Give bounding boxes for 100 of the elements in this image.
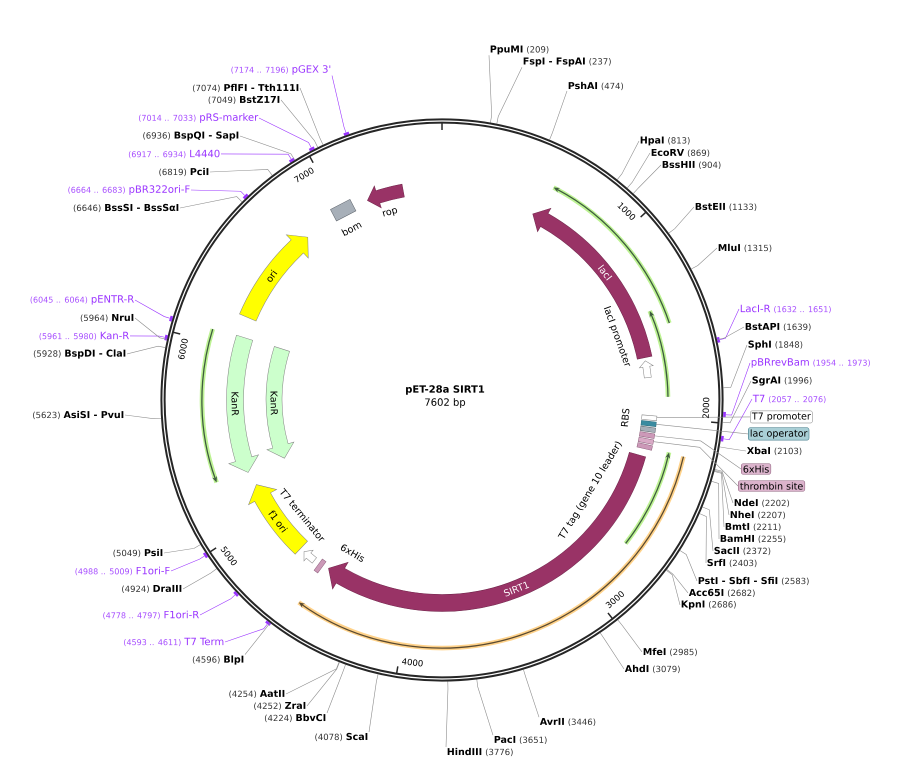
leader-line bbox=[446, 681, 448, 748]
feature-box bbox=[639, 431, 656, 439]
enzyme-label: (5928) BspDI - ClaI bbox=[34, 349, 126, 359]
primer-site-mark bbox=[233, 591, 239, 597]
leader-line bbox=[617, 140, 640, 180]
primer-label: (7014 .. 7033) pRS-marker bbox=[138, 113, 258, 123]
leader-line bbox=[714, 469, 734, 504]
leader-line bbox=[723, 398, 752, 440]
feature-tag: 6xHis bbox=[741, 463, 772, 474]
enzyme-label: HindIII (3776) bbox=[448, 748, 513, 756]
leader-line bbox=[244, 622, 270, 655]
leader-line bbox=[134, 300, 170, 318]
feature-block: ori bbox=[239, 234, 309, 322]
enzyme-label: BssHII (904) bbox=[662, 160, 720, 169]
leader-line bbox=[600, 632, 624, 670]
leader-line bbox=[726, 362, 750, 416]
leader-line bbox=[286, 662, 340, 694]
primer-site-mark bbox=[265, 620, 272, 626]
tick-label: 4000 bbox=[402, 658, 423, 666]
enzyme-label: (5623) AsiSI - PvuI bbox=[33, 410, 124, 420]
plasmid-title: pET-28a SIRT1 bbox=[406, 385, 484, 395]
feature-label: rop bbox=[382, 208, 398, 216]
leader-line bbox=[368, 674, 378, 732]
enzyme-label: SgrAI (1996) bbox=[752, 376, 812, 386]
leader-line bbox=[306, 662, 340, 706]
leader-line bbox=[653, 441, 738, 486]
feature-label: RBS bbox=[620, 408, 630, 426]
leader-line bbox=[666, 569, 688, 594]
enzyme-label: XbaI (2103) bbox=[747, 446, 802, 456]
primer-label: (6664 .. 6683) pBR322ori-F bbox=[68, 185, 190, 195]
leader-line bbox=[549, 90, 568, 140]
feature-box bbox=[640, 420, 657, 427]
primer-label: (5961 .. 5980) Kan-R bbox=[40, 332, 129, 340]
primer-label: (6917 .. 6934) L4440 bbox=[128, 150, 220, 158]
feature-box bbox=[641, 414, 658, 421]
enzyme-label: PstI - SbfI - SfiI (2583) bbox=[698, 576, 809, 586]
feature-tag: T7 promoter bbox=[750, 410, 813, 424]
leader-line bbox=[668, 206, 694, 234]
leader-line bbox=[627, 152, 650, 188]
leader-line bbox=[332, 75, 346, 133]
leader-line bbox=[654, 436, 742, 470]
leader-line bbox=[210, 169, 273, 176]
leader-line bbox=[164, 544, 201, 554]
leader-line bbox=[720, 308, 740, 340]
leader-line bbox=[258, 118, 312, 148]
primer-label: (4988 .. 5009) F1ori-F bbox=[75, 566, 170, 576]
leader-line bbox=[618, 620, 642, 652]
tick-label: 6000 bbox=[178, 338, 188, 360]
enzyme-label: (4224) BbvCI bbox=[264, 714, 326, 722]
primer-site-mark bbox=[242, 194, 248, 200]
enzyme-label: EcoRV (869) bbox=[652, 148, 710, 157]
enzyme-label: PacI (3651) bbox=[494, 736, 547, 744]
enzyme-label: MluI (1315) bbox=[718, 244, 772, 252]
leader-line bbox=[711, 481, 720, 540]
primer-site-mark bbox=[343, 132, 350, 136]
enzyme-label: (5964) NruI bbox=[80, 314, 134, 322]
leader-line bbox=[666, 570, 680, 606]
feature-block: KanR bbox=[266, 346, 294, 459]
primer-label: (6045 .. 6064) pENTR-R bbox=[30, 295, 134, 305]
leader-line bbox=[200, 594, 236, 616]
primer-site-mark bbox=[288, 158, 295, 163]
leader-line bbox=[699, 513, 707, 564]
primer-label: T7 (2057 .. 2076) bbox=[752, 394, 826, 404]
leader-line bbox=[714, 470, 730, 516]
leader-line bbox=[326, 664, 346, 714]
leader-line bbox=[656, 424, 748, 434]
primer-site-mark bbox=[202, 552, 208, 558]
enzyme-label: (6646) BssSI - BssSαI bbox=[74, 204, 178, 212]
enzyme-label: Acc65I (2682) bbox=[688, 588, 755, 598]
feature-block: KanR bbox=[226, 334, 259, 473]
enzyme-label: BstEII (1133) bbox=[696, 202, 756, 211]
primer-label: (7174 .. 7196) pGEX 3' bbox=[231, 65, 330, 75]
enzyme-label: (7074) PflFI - Tth111I bbox=[192, 84, 298, 92]
leader-line bbox=[224, 624, 268, 642]
enzyme-label: KpnI (2686) bbox=[682, 600, 736, 610]
leader-line bbox=[716, 326, 744, 340]
enzyme-label: SrfI (2403) bbox=[707, 558, 757, 568]
leader-line bbox=[690, 248, 718, 270]
enzyme-label: (5049) PsiI bbox=[113, 548, 162, 558]
primer-site-mark bbox=[720, 436, 724, 442]
feature-tag: thrombin site bbox=[738, 480, 806, 492]
enzyme-label: (6819) PciI bbox=[159, 168, 208, 176]
primer-site-mark bbox=[716, 336, 720, 343]
enzyme-label: (4924) DraIII bbox=[122, 584, 182, 593]
leader-line bbox=[496, 66, 522, 124]
leader-line bbox=[170, 556, 205, 572]
enzyme-label: SphI (1848) bbox=[748, 340, 802, 350]
leader-line bbox=[680, 550, 698, 582]
leader-line bbox=[124, 414, 162, 420]
feature-box bbox=[638, 436, 654, 445]
size-label: 7602 bp bbox=[425, 398, 466, 408]
feature-tag: lac operator bbox=[748, 428, 810, 440]
enzyme-label: SacII (2372) bbox=[714, 546, 770, 556]
enzyme-label: FspI - FspAI (237) bbox=[524, 58, 611, 66]
enzyme-label: NheI (2207) bbox=[730, 510, 786, 520]
primer-site-mark bbox=[308, 146, 315, 152]
leader-line bbox=[130, 336, 165, 338]
feature-label: bom bbox=[341, 222, 362, 236]
leader-line bbox=[702, 506, 714, 552]
tick-label: 2000 bbox=[702, 398, 710, 418]
